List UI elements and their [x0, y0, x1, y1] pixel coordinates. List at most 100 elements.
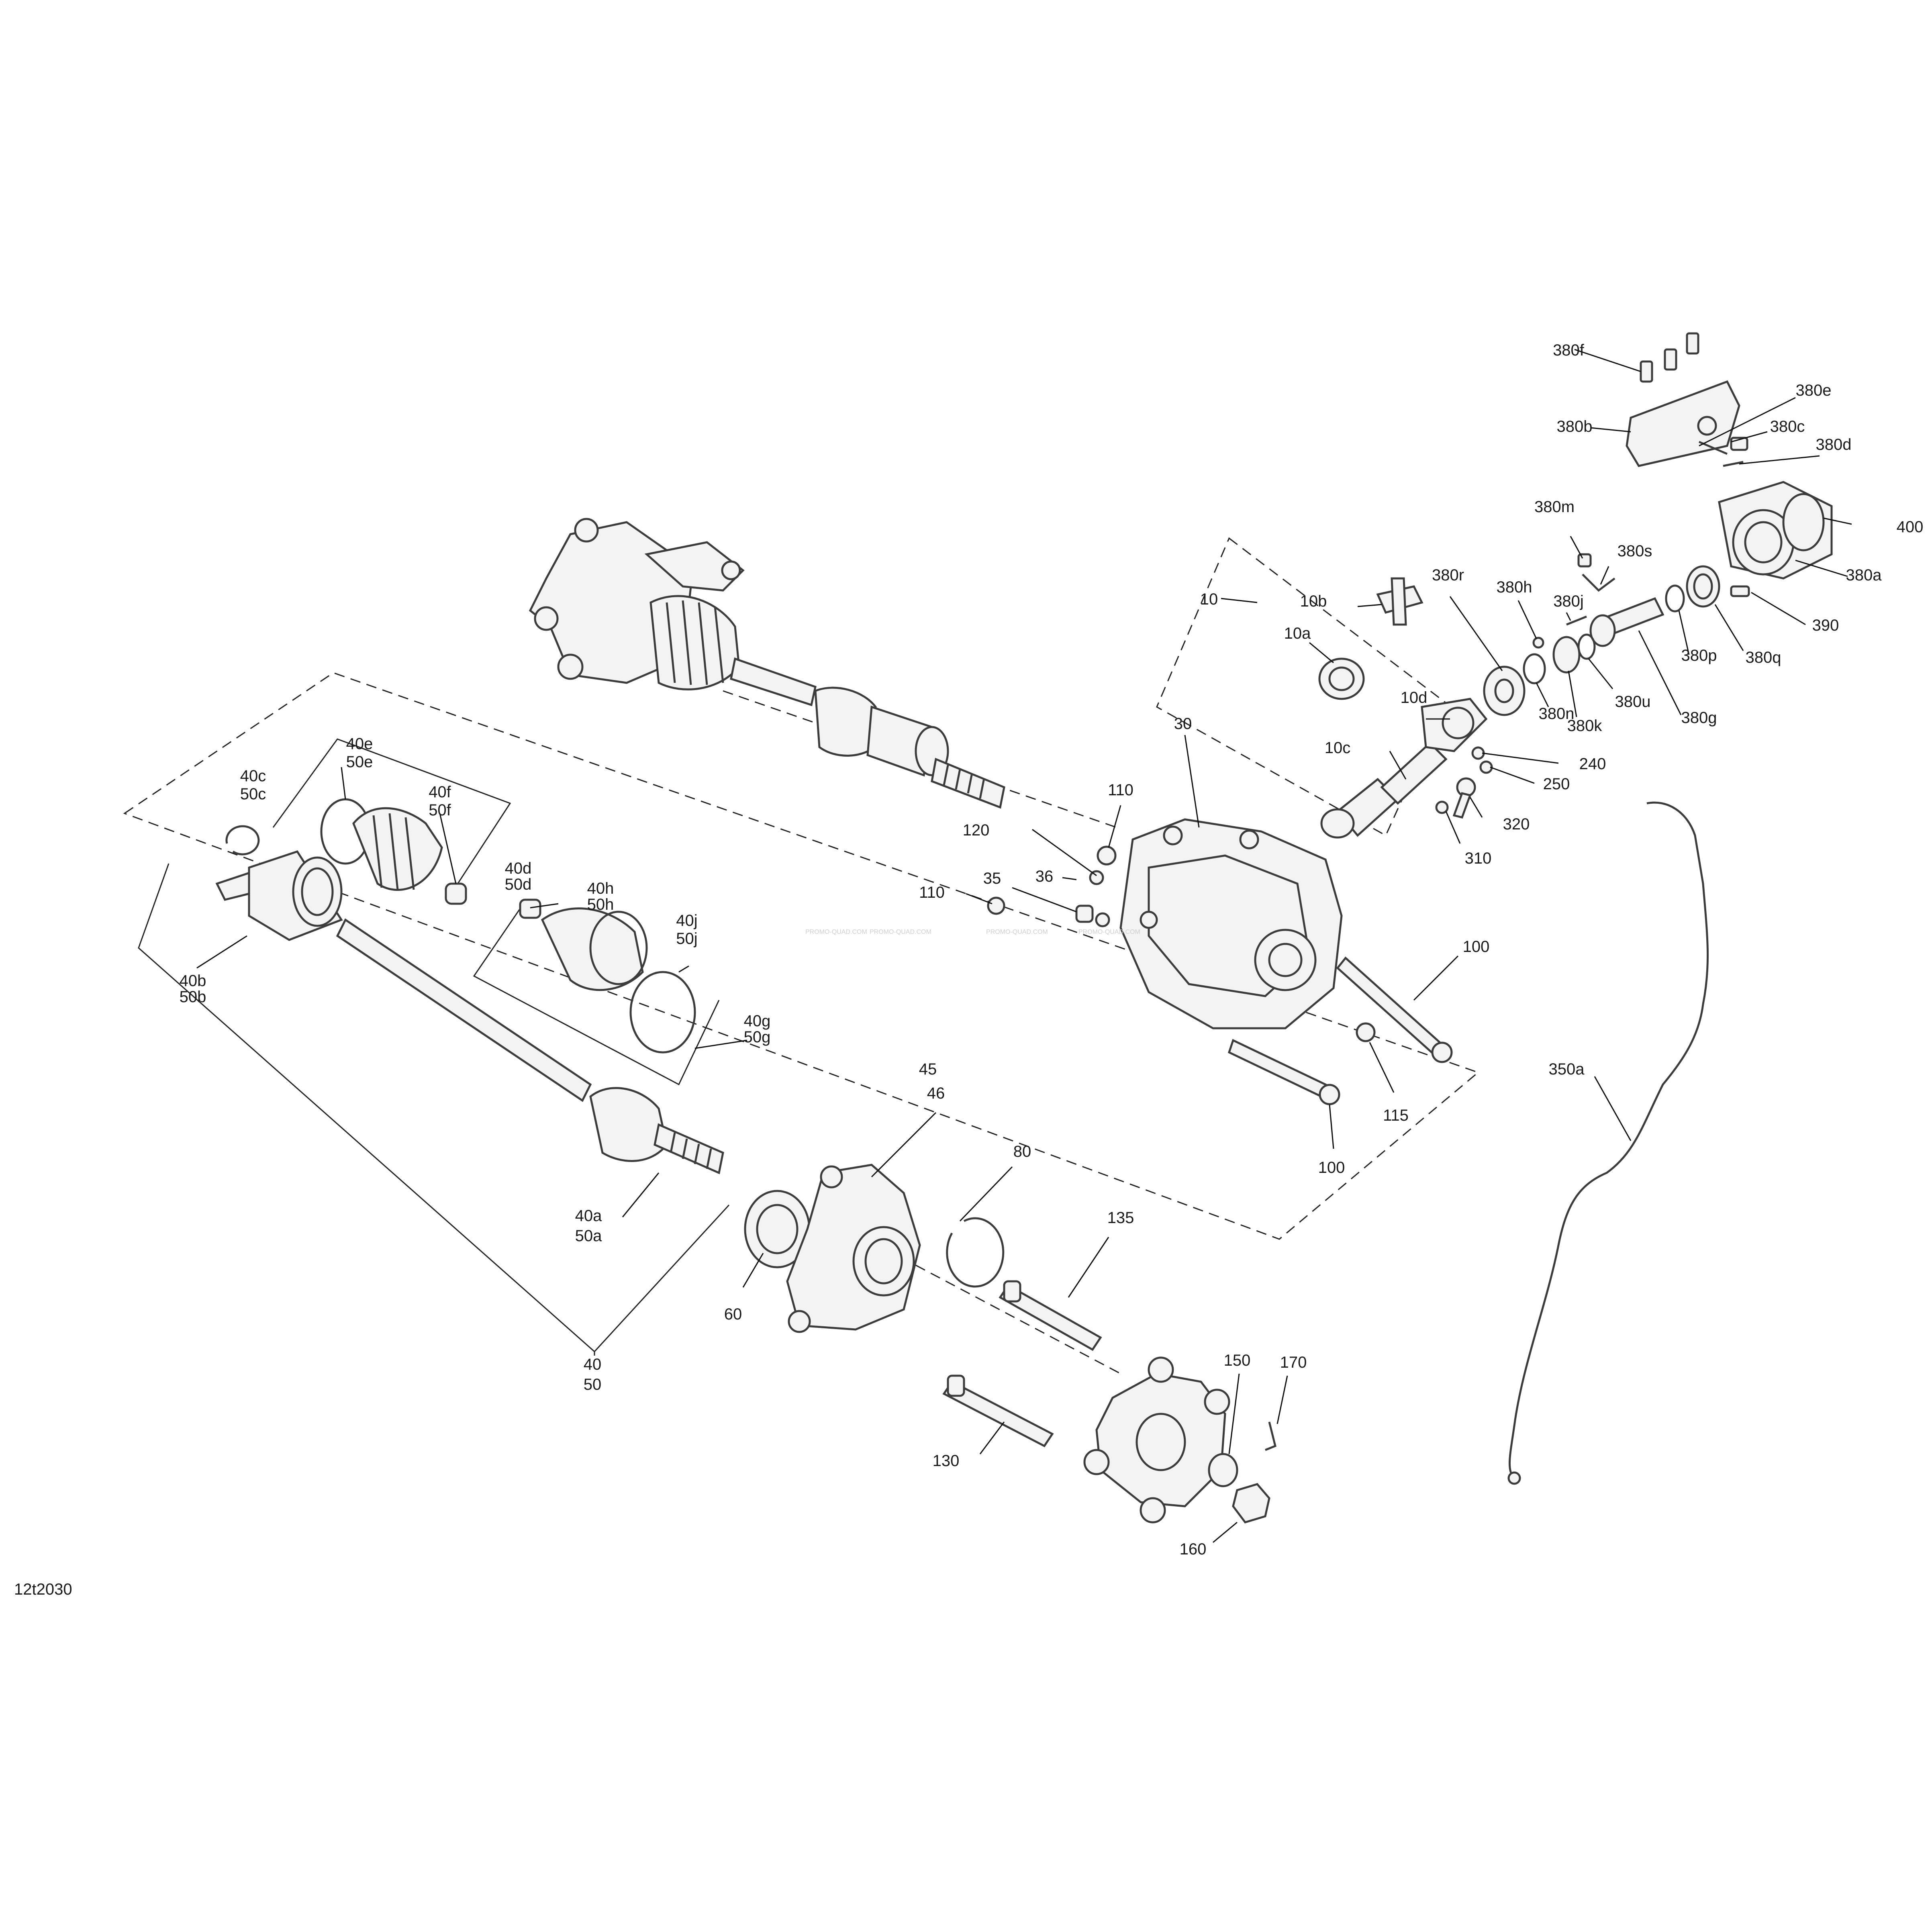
washer-250	[1479, 760, 1493, 774]
yoke-10a	[1318, 658, 1365, 700]
label-80: 80	[1013, 1143, 1031, 1160]
circlip-380q	[1665, 584, 1685, 613]
label-110-upper: 110	[1108, 781, 1133, 799]
diagram-code: 12t2030	[14, 1581, 72, 1598]
label-10c: 10c	[1325, 739, 1351, 757]
group-40h-bracket	[473, 899, 720, 1086]
label-135: 135	[1107, 1209, 1134, 1227]
label-40b: 40b	[180, 972, 206, 990]
washer-150	[1208, 1453, 1238, 1487]
label-310: 310	[1465, 850, 1492, 867]
svg-text:PROMO-QUAD.COM: PROMO-QUAD.COM	[870, 929, 931, 935]
washer-240	[1471, 746, 1485, 760]
sleeve-380p	[1686, 565, 1720, 608]
label-380n: 380n	[1539, 705, 1575, 723]
part-labels: 380f 380b 380e 380c 380d 400 380a 390 38…	[180, 341, 1924, 1558]
bushing-35	[1075, 905, 1094, 923]
label-50a: 50a	[575, 1227, 602, 1245]
label-100-lower: 100	[1318, 1159, 1345, 1176]
leader-lines	[196, 349, 1852, 1543]
clamp-40d	[519, 899, 541, 919]
label-50: 50	[584, 1376, 602, 1393]
label-100-upper: 100	[1463, 938, 1490, 956]
wheel-hub	[1083, 1356, 1230, 1524]
label-50b: 50b	[180, 988, 206, 1006]
label-110-lower: 110	[919, 884, 945, 901]
clamp-40f	[445, 882, 467, 905]
label-115: 115	[1383, 1107, 1409, 1124]
label-50g: 50g	[744, 1028, 771, 1046]
group-40-bracket	[138, 863, 730, 1353]
washer-110-upper	[1097, 846, 1117, 866]
label-30: 30	[1174, 715, 1192, 733]
label-40h: 40h	[587, 880, 614, 897]
boot-40e	[320, 798, 443, 891]
upper-axle-shaft	[730, 657, 1005, 809]
label-10d: 10d	[1401, 689, 1428, 707]
label-40j: 40j	[676, 912, 697, 929]
o-ring-400	[1782, 493, 1825, 551]
svg-text:PROMO-QUAD.COM: PROMO-QUAD.COM	[986, 929, 1048, 935]
pin-130	[942, 1374, 1054, 1448]
label-130: 130	[933, 1452, 960, 1470]
label-320: 320	[1503, 815, 1530, 833]
vent-hose-350a	[1508, 801, 1709, 1479]
label-380e: 380e	[1796, 382, 1832, 399]
yoke-10d	[1421, 698, 1488, 752]
ball-380h	[1532, 637, 1544, 649]
washer-120	[1089, 870, 1104, 885]
label-380r: 380r	[1432, 566, 1464, 584]
label-40f: 40f	[429, 783, 451, 801]
label-40a: 40a	[575, 1207, 602, 1225]
label-40c: 40c	[240, 767, 266, 785]
label-50f: 50f	[429, 801, 451, 819]
label-170: 170	[1280, 1354, 1307, 1371]
label-380u: 380u	[1615, 693, 1651, 711]
drive-shaft-assembly-boundary	[123, 672, 1479, 1240]
washer-310	[1435, 801, 1449, 814]
bearing-380k	[1552, 636, 1581, 674]
screws-380f	[1640, 332, 1699, 383]
ring-380n	[1523, 653, 1546, 684]
label-380h: 380h	[1497, 578, 1532, 596]
screw-390	[1730, 585, 1750, 597]
pin-135	[999, 1280, 1102, 1351]
output-shaft-380g	[1589, 597, 1664, 647]
label-10a: 10a	[1284, 625, 1311, 642]
differential-housing	[1119, 818, 1343, 1029]
label-40e: 40e	[346, 735, 373, 753]
watermark: PROMO-QUAD.COM PROMO-QUAD.COM PROMO-QUAD…	[805, 929, 1140, 935]
inner-cv-joint-40a	[589, 1087, 724, 1174]
label-45: 45	[919, 1060, 937, 1078]
axis-line-lower	[915, 1264, 1121, 1374]
circlip-380u	[1577, 633, 1596, 660]
hose-clamp	[1507, 1471, 1521, 1485]
label-380g: 380g	[1681, 709, 1717, 727]
label-380s: 380s	[1617, 542, 1652, 560]
label-50d: 50d	[505, 876, 532, 893]
bar-shaft-40	[336, 918, 592, 1102]
clip-380s	[1582, 574, 1615, 592]
label-160: 160	[1180, 1540, 1207, 1558]
label-380j: 380j	[1553, 592, 1584, 610]
seal-380r	[1483, 666, 1526, 716]
clamp-ring-40j	[629, 971, 696, 1054]
label-380p: 380p	[1681, 647, 1717, 664]
label-380b: 380b	[1557, 418, 1593, 435]
label-380m: 380m	[1534, 498, 1575, 516]
outer-cv-joint-40b	[215, 850, 343, 941]
label-35: 35	[983, 870, 1001, 887]
upper-cv-boot	[649, 595, 740, 690]
label-250: 250	[1543, 775, 1570, 793]
label-46: 46	[927, 1084, 945, 1102]
group-40e-bracket	[272, 738, 511, 896]
label-380a: 380a	[1846, 566, 1882, 584]
label-10b: 10b	[1300, 592, 1327, 610]
label-50j: 50j	[676, 930, 697, 948]
svg-text:PROMO-QUAD.COM: PROMO-QUAD.COM	[805, 929, 867, 935]
label-400: 400	[1897, 518, 1924, 536]
knuckle-45-46	[786, 1164, 921, 1333]
label-36: 36	[1035, 868, 1054, 885]
nut-115	[1356, 1022, 1376, 1042]
